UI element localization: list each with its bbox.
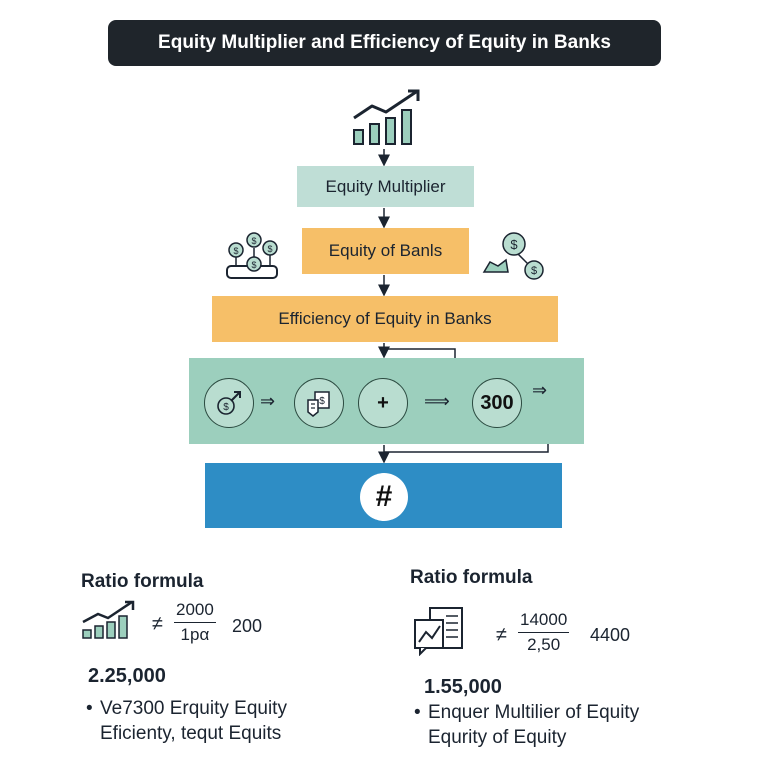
svg-text:$: $	[267, 244, 272, 254]
svg-text:$: $	[531, 265, 537, 277]
right-result-value: 1.55,000	[424, 676, 502, 698]
right-bullet-dot: •	[414, 702, 421, 723]
growth-chart-icon	[353, 89, 420, 145]
flow-arrow-2: ⟹	[424, 391, 450, 411]
money-circle: $	[294, 378, 344, 428]
dollar-arrow-circle: $	[204, 378, 254, 428]
right-fraction-bar	[518, 632, 570, 633]
svg-text:$: $	[223, 402, 229, 413]
coins-stack-icon: $ $ $ $	[226, 232, 278, 279]
plus-label: +	[377, 391, 389, 414]
right-section-heading: Ratio formula	[410, 567, 533, 588]
dollar-coin-arrow-icon: $	[217, 391, 241, 415]
left-denominator: 1pα	[180, 625, 210, 644]
right-bullet-line1: Enquer Multilier of Equity	[428, 702, 640, 723]
efficiency-of-equity-box: Efficiency of Equity in Banks	[212, 296, 558, 342]
equity-of-banks-box: Equity of Banls	[302, 228, 469, 274]
flow-arrow-3: ⇒	[532, 380, 548, 400]
hash-badge: #	[360, 473, 408, 521]
left-result-value: 2.25,000	[88, 665, 166, 687]
flow-arrow-1: ⇒	[260, 391, 276, 411]
right-bullet: • Enquer Multilier of Equity Equrity of …	[414, 700, 714, 750]
right-denominator: 2,50	[527, 635, 561, 654]
value-label: 300	[480, 391, 514, 414]
right-after-value: 4400	[590, 625, 631, 645]
svg-text:$: $	[233, 246, 238, 256]
svg-text:$: $	[319, 396, 325, 407]
document-chart-icon	[414, 607, 463, 656]
svg-text:$: $	[251, 236, 256, 246]
equity-multiplier-box: Equity Multiplier	[297, 166, 474, 207]
dollar-coins-icon: $ $	[482, 232, 544, 280]
plus-circle: +	[358, 378, 408, 428]
value-circle: 300	[472, 378, 522, 428]
left-bullet-line2: Eficienty, tequt Equits	[100, 723, 282, 744]
left-bullet-dot: •	[86, 698, 93, 719]
left-fraction-bar	[174, 622, 216, 623]
left-section-heading: Ratio formula	[81, 571, 204, 592]
right-numerator: 14000	[520, 610, 568, 629]
left-numerator: 2000	[176, 600, 214, 619]
left-bullet-line1: Ve7300 Erquity Equity	[100, 698, 287, 719]
right-fraction: 14000 2,50	[518, 610, 570, 655]
left-fraction: 2000 1pα	[174, 600, 216, 645]
left-bullet: • Ve7300 Erquity Equity Eficienty, tequt…	[86, 696, 366, 746]
money-hand-icon: $	[307, 391, 330, 417]
left-operator: ≠	[152, 613, 163, 635]
page-title: Equity Multiplier and Efficiency of Equi…	[108, 20, 661, 66]
right-bullet-line2: Equrity of Equity	[428, 727, 567, 748]
bar-chart-growth-icon	[82, 600, 135, 639]
right-operator: ≠	[496, 624, 507, 646]
svg-text:$: $	[251, 260, 256, 270]
left-after-value: 200	[232, 616, 263, 636]
svg-text:$: $	[510, 237, 518, 252]
